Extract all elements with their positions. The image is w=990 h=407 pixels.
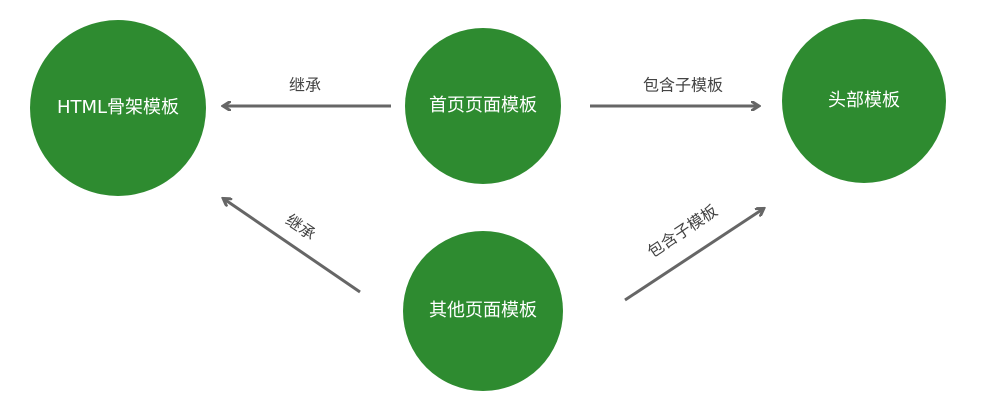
arrow-up-left-icon bbox=[224, 199, 361, 294]
edge-other-includes: 包含子模板 bbox=[624, 201, 763, 302]
node-label: 其他页面模板 bbox=[429, 300, 537, 321]
node-html-skeleton: HTML骨架模板 bbox=[30, 20, 206, 196]
node-header: 头部模板 bbox=[782, 19, 946, 183]
edge-label: 继承 bbox=[282, 210, 319, 244]
arrow-up-right-icon bbox=[624, 209, 763, 302]
node-label: 首页页面模板 bbox=[429, 95, 537, 116]
edge-home-includes: 包含子模板 bbox=[590, 76, 758, 107]
edge-label: 继承 bbox=[289, 76, 321, 95]
edge-other-inherits: 继承 bbox=[224, 199, 361, 294]
node-label: 头部模板 bbox=[828, 90, 900, 111]
edge-home-inherits: 继承 bbox=[224, 76, 391, 107]
edge-label: 包含子模板 bbox=[644, 201, 721, 261]
edge-label: 包含子模板 bbox=[643, 76, 723, 95]
node-other-page: 其他页面模板 bbox=[403, 231, 563, 391]
node-label: HTML骨架模板 bbox=[57, 97, 179, 118]
node-home-page: 首页页面模板 bbox=[405, 28, 561, 184]
